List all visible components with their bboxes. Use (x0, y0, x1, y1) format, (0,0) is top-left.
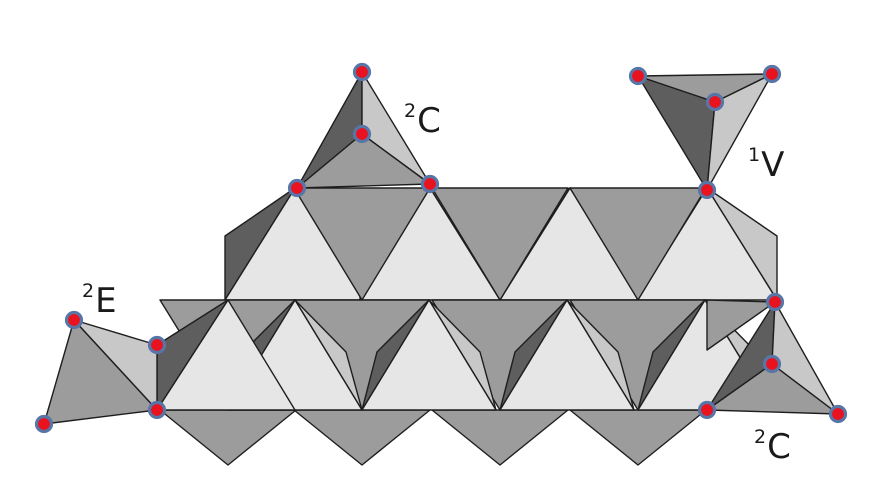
octahedron-edge-right (706, 299, 776, 351)
oxygen-atom (147, 335, 167, 355)
label-2c-top: 2C (404, 100, 441, 141)
oxygen-atom (705, 92, 725, 112)
oxygen-atom (287, 178, 307, 198)
octahedron-face-bottom (159, 409, 297, 466)
oxygen-atom (420, 174, 440, 194)
octahedron-face-gap (569, 187, 707, 301)
label-1v: 1V (748, 144, 785, 185)
tetrahedron-face-base (296, 133, 431, 189)
oxygen-atom (762, 354, 782, 374)
octahedron-edge-left-front (156, 299, 296, 411)
octahedron-face-gap (431, 187, 569, 301)
oxygen-atom (697, 180, 717, 200)
oxygen-atom (64, 310, 84, 330)
oxygen-atom (697, 400, 717, 420)
octahedron-face-bottom (431, 409, 569, 466)
oxygen-atom (628, 66, 648, 86)
oxygen-atom (828, 404, 848, 424)
octahedron-face-front-lower (499, 299, 635, 411)
octahedron-face-bottom (293, 409, 431, 466)
oxygen-atom (765, 292, 785, 312)
tetrahedron-face-base (706, 363, 839, 415)
octahedron-face-gap (293, 187, 431, 301)
oxygen-atom (147, 400, 167, 420)
oxygen-atom (762, 64, 782, 84)
octahedron-face-bottom (569, 409, 707, 466)
oxygen-atom (34, 414, 54, 434)
oxygen-atom (352, 62, 372, 82)
octahedron-face-front-lower (361, 299, 497, 411)
label-2e: 2E (82, 280, 117, 321)
tetrahedron-face-top (637, 73, 773, 103)
oxygen-atom (352, 124, 372, 144)
tetrahedron-face-light (73, 319, 158, 411)
label-2c-bottom: 2C (754, 426, 791, 467)
